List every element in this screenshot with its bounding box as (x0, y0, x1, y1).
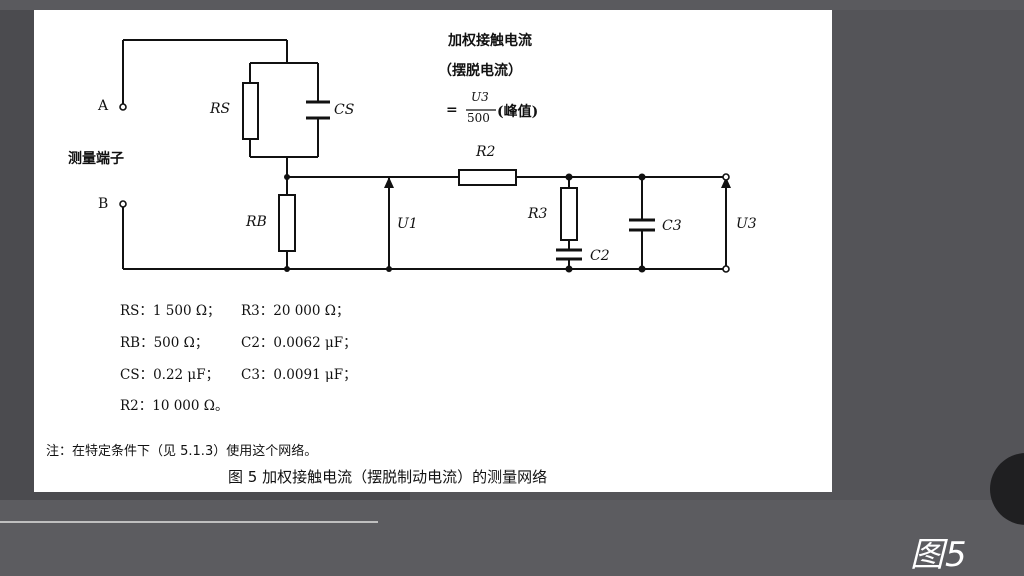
circuit-diagram (119, 39, 731, 273)
document-image: 加权接触电流 （摆脱电流） = U3 500 (峰值) A B 测量端子 RS … (34, 10, 832, 492)
param-c3: C3：0.0091 μF； (241, 367, 357, 383)
terminal-a-label: A (98, 98, 109, 114)
node-junction (284, 174, 290, 180)
r2-label: R2 (476, 144, 496, 160)
peak-value-label: (峰值) (497, 104, 539, 120)
equals-sign: = (446, 102, 458, 118)
rb-label: RB (246, 214, 267, 230)
terminal-u3-bottom (722, 265, 730, 273)
param-r3: R3：20 000 Ω； (241, 303, 350, 319)
resistor-r2 (458, 169, 517, 186)
node-junction (284, 266, 290, 272)
u3-arrow-head (721, 177, 731, 188)
param-cs: CS：0.22 μF； (120, 367, 220, 383)
node-junction (565, 265, 573, 273)
figure-title: 图 5 加权接触电流（摆脱制动电流）的测量网络 (228, 468, 548, 486)
slide-top-band (0, 0, 1024, 10)
slide-caption: 图5 (910, 535, 968, 575)
resistor-rs (242, 82, 259, 140)
measurement-terminals-label: 测量端子 (68, 151, 124, 167)
param-rb: RB：500 Ω； (120, 335, 209, 351)
resistor-rb (278, 194, 296, 252)
param-r2: R2：10 000 Ω。 (120, 398, 229, 414)
cs-label: CS (334, 102, 355, 118)
fraction-denominator: 500 (467, 111, 490, 125)
terminal-u3-top (722, 173, 730, 181)
terminal-a (119, 103, 127, 111)
terminal-b-label: B (98, 196, 109, 212)
weighted-current-label: 加权接触电流 (448, 33, 532, 49)
resistor-r3 (560, 187, 578, 241)
rs-label: RS (210, 101, 231, 117)
let-go-current-label: （摆脱电流） (438, 63, 522, 79)
c3-label: C3 (662, 218, 682, 234)
c2-label: C2 (590, 248, 610, 264)
u1-arrow-head (384, 177, 394, 188)
node-junction (638, 173, 646, 181)
decorative-underline (0, 521, 378, 523)
u1-label: U1 (397, 216, 418, 232)
fraction-numerator: U3 (471, 90, 489, 104)
u3-label: U3 (736, 216, 757, 232)
node-junction (638, 265, 646, 273)
r3-label: R3 (528, 206, 548, 222)
node-junction (386, 266, 392, 272)
node-junction (565, 173, 573, 181)
slide-bottom-strip (0, 500, 1024, 576)
terminal-b (119, 200, 127, 208)
param-c2: C2：0.0062 μF； (241, 335, 357, 351)
param-rs: RS：1 500 Ω； (120, 303, 221, 319)
figure-note: 注：在特定条件下（见 5.1.3）使用这个网络。 (46, 444, 318, 459)
